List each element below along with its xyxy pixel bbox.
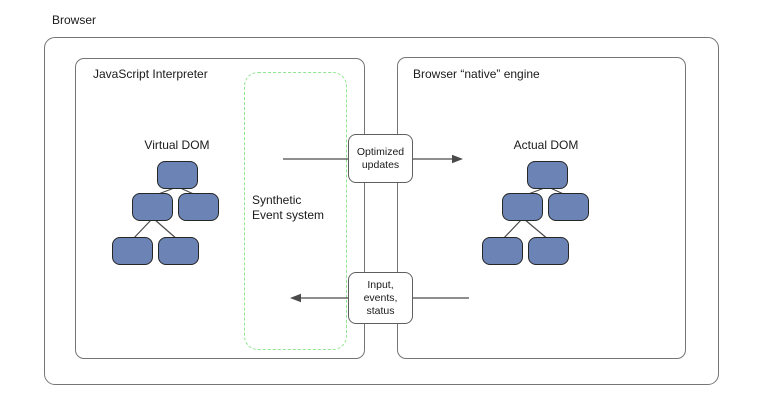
actual-dom-label: Actual DOM [513, 138, 579, 152]
input-events-status-label: Input, events, status [363, 278, 398, 317]
actual-dom-tree-node [482, 237, 523, 265]
input-events-arrow [290, 293, 469, 303]
actual-dom-tree-node [502, 193, 543, 221]
actual-dom-tree-node [528, 237, 569, 265]
virtual-dom-tree-node [178, 193, 219, 221]
browser-box [44, 37, 719, 385]
optimized-updates-label: Optimized updates [356, 145, 405, 171]
optimized-updates-arrow [283, 154, 463, 164]
optimized-updates-label-box: Optimized updates [348, 134, 413, 183]
native-engine-box [397, 57, 686, 359]
javascript-interpreter-box [75, 58, 365, 359]
browser-label: Browser [52, 13, 97, 27]
actual-dom-tree-node [548, 193, 589, 221]
input-events-status-label-box: Input, events, status [348, 272, 413, 324]
virtual-dom-tree-node [132, 193, 173, 221]
synthetic-event-system-box [244, 72, 347, 350]
virtual-dom-tree-node [157, 161, 198, 189]
actual-dom-tree-node [527, 161, 568, 189]
virtual-dom-label: Virtual DOM [144, 138, 210, 152]
native-engine-title: Browser “native” engine [413, 67, 540, 81]
virtual-dom-tree-node [112, 237, 153, 265]
virtual-dom-tree-node [158, 237, 199, 265]
synthetic-event-system-label: Synthetic Event system [252, 193, 325, 222]
javascript-interpreter-title: JavaScript Interpreter [93, 67, 208, 81]
